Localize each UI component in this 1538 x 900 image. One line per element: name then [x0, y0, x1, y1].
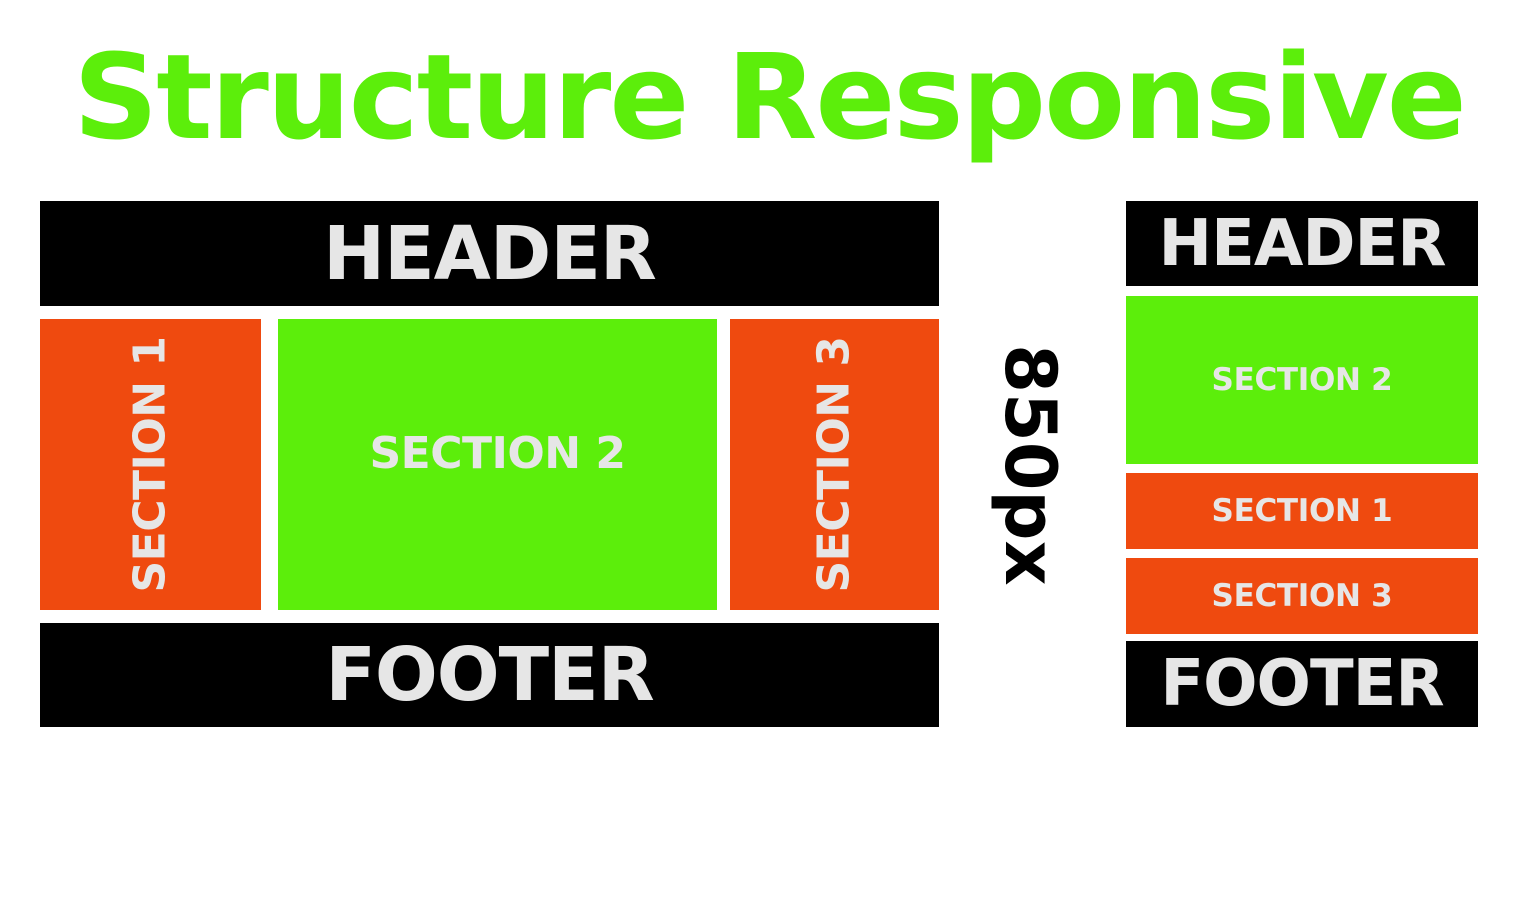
breakpoint-text: 850px: [989, 344, 1071, 586]
mobile-section-2-label: SECTION 2: [1211, 361, 1393, 398]
mobile-footer-label: FOOTER: [1160, 647, 1444, 721]
desktop-section-3-label: SECTION 3: [809, 336, 860, 593]
mobile-section-2-block: SECTION 2: [1126, 296, 1478, 464]
mobile-header-label: HEADER: [1158, 206, 1447, 281]
page-title: Structure Responsive: [73, 28, 1467, 166]
desktop-section-3-block: SECTION 3: [730, 319, 939, 610]
desktop-section-1-label: SECTION 1: [125, 336, 176, 593]
mobile-section-1-block: SECTION 1: [1126, 473, 1478, 549]
desktop-footer-block: FOOTER: [40, 623, 939, 727]
desktop-header-block: HEADER: [40, 201, 939, 306]
desktop-section-2-block: SECTION 2: [278, 319, 717, 610]
desktop-header-label: HEADER: [323, 210, 657, 297]
mobile-section-3-label: SECTION 3: [1211, 578, 1393, 614]
desktop-section-2-label: SECTION 2: [369, 428, 626, 479]
mobile-header-block: HEADER: [1126, 201, 1478, 286]
mobile-section-1-label: SECTION 1: [1211, 493, 1393, 529]
desktop-section-1-block: SECTION 1: [40, 319, 261, 610]
mobile-footer-block: FOOTER: [1126, 641, 1478, 727]
mobile-section-3-block: SECTION 3: [1126, 558, 1478, 634]
desktop-footer-label: FOOTER: [325, 632, 654, 718]
